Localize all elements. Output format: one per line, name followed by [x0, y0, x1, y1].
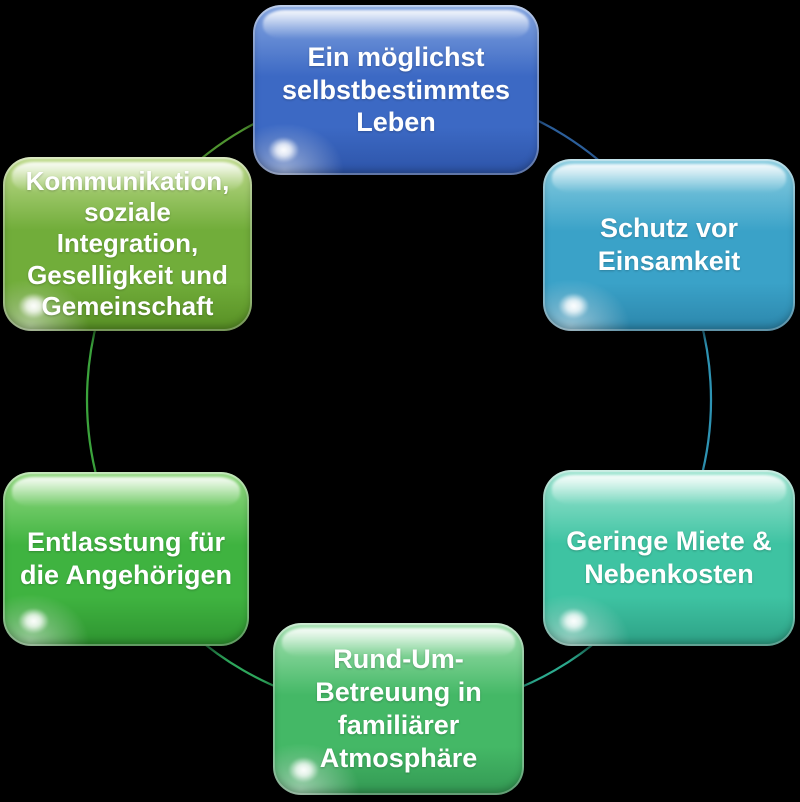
cycle-node-low-rent: Geringe Miete & Nebenkosten [543, 470, 795, 646]
node-label: Kommunikation, soziale Integration, Gese… [25, 166, 230, 321]
node-label: Rund-Um- Betreuung in familiärer Atmosph… [315, 644, 482, 773]
cycle-node-protection-from-loneliness: Schutz vor Einsamkeit [543, 159, 795, 331]
node-label: Schutz vor Einsamkeit [597, 213, 741, 276]
specular-highlight [13, 600, 59, 638]
gloss-highlight [11, 477, 241, 507]
gloss-highlight [263, 10, 529, 39]
cycle-node-relief-for-relatives: Entlasstung für die Angehörigen [3, 472, 249, 646]
gloss-highlight [11, 162, 244, 192]
gloss-highlight [281, 628, 516, 658]
specular-highlight [263, 129, 309, 167]
specular-highlight [553, 285, 599, 323]
cycle-node-communication-community: Kommunikation, soziale Integration, Gese… [3, 157, 252, 331]
specular-highlight [13, 285, 59, 323]
gloss-highlight [551, 164, 787, 194]
cycle-node-round-the-clock-care: Rund-Um- Betreuung in familiärer Atmosph… [273, 623, 524, 795]
node-label: Geringe Miete & Nebenkosten [566, 526, 772, 589]
gloss-highlight [551, 475, 787, 506]
node-label: Ein möglichst selbstbestimmtes Leben [281, 41, 511, 138]
specular-highlight [553, 600, 599, 638]
node-label: Entlasstung für die Angehörigen [19, 527, 232, 590]
cycle-node-self-determined-life: Ein möglichst selbstbestimmtes Leben [253, 5, 539, 175]
specular-highlight [283, 749, 329, 787]
